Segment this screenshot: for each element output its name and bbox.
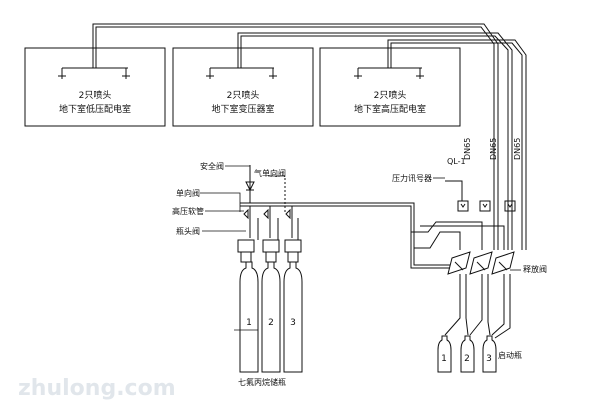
room-box-2 (172, 47, 314, 127)
label-check-valve: 单向阀 (176, 189, 200, 198)
actuation-lines (444, 274, 511, 339)
pressure-switch-3 (504, 200, 516, 212)
label-selector-valve: 释放阀 (523, 265, 547, 274)
bottle-number-3: 3 (290, 318, 296, 328)
label-start-bottle: 启动瓶 (498, 351, 522, 360)
room-1-name: 地下室低压配电室 (58, 105, 131, 115)
bottle-number-1: 1 (246, 318, 252, 328)
storage-cylinders (239, 261, 303, 373)
pipe-label-2: DN65 (489, 137, 498, 160)
hoses (249, 206, 299, 240)
pipe-room-3 (387, 39, 527, 250)
label-hp-hose: 高压软管 (172, 207, 204, 216)
label-safety-valve: 安全阀 (200, 162, 224, 171)
label-ql1: QL-1 (447, 157, 466, 166)
leader-lines (200, 165, 521, 331)
room-box-1 (24, 47, 166, 127)
selector-valve-3 (491, 251, 515, 275)
selector-valve-2 (469, 251, 493, 275)
room-3-name: 地下室高压配电室 (353, 105, 426, 115)
label-pressure-switch: 压力讯号器 (392, 174, 432, 183)
nozzle-group-1 (58, 67, 130, 79)
pressure-switch-2 (479, 200, 491, 212)
room-3-nozzles: 2只喷头 (373, 91, 407, 101)
room-2-nozzles: 2只喷头 (226, 91, 260, 101)
pipe-room-1 (92, 23, 499, 250)
start-bottles (437, 335, 497, 373)
start-bottle-number-3: 3 (486, 354, 492, 364)
room-1-nozzles: 2只喷头 (78, 91, 112, 101)
label-storage-bottles: 七氟丙烷储瓶 (238, 378, 286, 387)
container-valves (237, 239, 302, 263)
room-box-3 (319, 47, 461, 127)
pipe-room-2 (237, 32, 513, 250)
safety-valve (245, 165, 255, 203)
room-2-name: 地下室变压器室 (211, 105, 275, 115)
pipe-label-3: DN65 (513, 137, 522, 160)
pressure-switch-1 (457, 200, 469, 212)
selector-valve-1 (447, 251, 471, 275)
manifold-pipe (240, 202, 505, 269)
nozzle-group-3 (354, 67, 424, 79)
nozzle-group-2 (206, 67, 277, 79)
start-bottle-number-2: 2 (464, 354, 470, 364)
watermark: zhulong.com (18, 376, 176, 401)
label-container-valve: 瓶头阀 (176, 227, 200, 236)
bottle-number-2: 2 (268, 318, 274, 328)
start-bottle-number-1: 1 (441, 354, 447, 364)
label-gas-check-valve: 气单向阀 (254, 169, 286, 178)
